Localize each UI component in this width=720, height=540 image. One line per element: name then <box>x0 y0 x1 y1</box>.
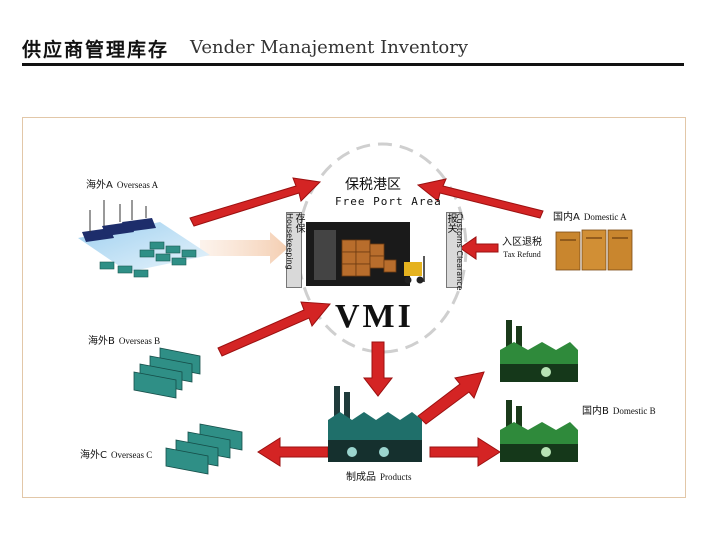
arrow-overseas-b-to-port <box>217 301 331 357</box>
products-cn: 制成品 <box>346 472 376 483</box>
domestic-b-cn: 国内B <box>582 406 609 417</box>
factory-icon-upper <box>500 320 578 382</box>
page-title-english: Vender Manajement Inventory <box>190 37 469 58</box>
customs-tag-cn: 报关 <box>445 213 456 233</box>
products-factory-icon <box>328 386 422 462</box>
housekeeping-tag: Housekeeping 存保 <box>285 212 304 288</box>
tax-refund-label: 入区退税 Tax Refund <box>502 237 542 261</box>
overseas-c-en: Overseas C <box>110 450 153 460</box>
products-en: Products <box>380 472 412 482</box>
products-label: 制成品 Products <box>346 468 412 483</box>
domestic-a-cn: 国内A <box>553 212 580 223</box>
page-title-chinese: 供应商管理库存 <box>22 39 170 61</box>
header-divider <box>22 63 684 66</box>
free-port-area-cn: 保税港区 <box>345 177 401 193</box>
tax-refund-en: Tax Refund <box>503 250 541 259</box>
tax-refund-cn: 入区退税 <box>502 237 542 248</box>
vmi-label: VMI <box>335 298 414 335</box>
factory-icon-lower <box>500 400 578 462</box>
arrow-domestic-a-to-port <box>416 178 544 219</box>
customs-tag: 报关 Customs Clearance <box>445 212 464 291</box>
ship-port-icon <box>78 200 210 278</box>
overseas-c-cn: 海外C <box>80 450 107 461</box>
domestic-b-en: Domestic B <box>612 406 656 416</box>
arrow-products-to-domestic-factory <box>417 371 485 425</box>
housekeeping-tag-en: Housekeeping <box>285 213 294 270</box>
diagram-panel <box>22 117 686 498</box>
arrow-port-to-center <box>200 232 288 264</box>
overseas-b-en: Overseas B <box>118 336 161 346</box>
crates-icon <box>555 229 633 271</box>
domestic-a-en: Domestic A <box>583 212 627 222</box>
arrow-tax-refund-to-port <box>459 236 499 260</box>
arrow-port-to-products <box>362 341 394 397</box>
arrow-products-to-overseas-c <box>257 437 329 467</box>
free-port-area-en: Free Port Area <box>335 195 442 208</box>
overseas-a-en: Overseas A <box>116 180 159 190</box>
overseas-a-cn: 海外A <box>86 180 113 191</box>
arrow-products-to-domestic-b <box>429 437 501 467</box>
arrow-overseas-a-to-port <box>189 177 322 227</box>
warehouse-icon <box>306 222 425 286</box>
containers-icon-c <box>165 423 243 475</box>
containers-icon-b <box>133 347 201 399</box>
customs-tag-en: Customs Clearance <box>455 213 464 291</box>
housekeeping-tag-cn: 存保 <box>293 213 304 233</box>
overseas-b-cn: 海外B <box>88 336 115 347</box>
